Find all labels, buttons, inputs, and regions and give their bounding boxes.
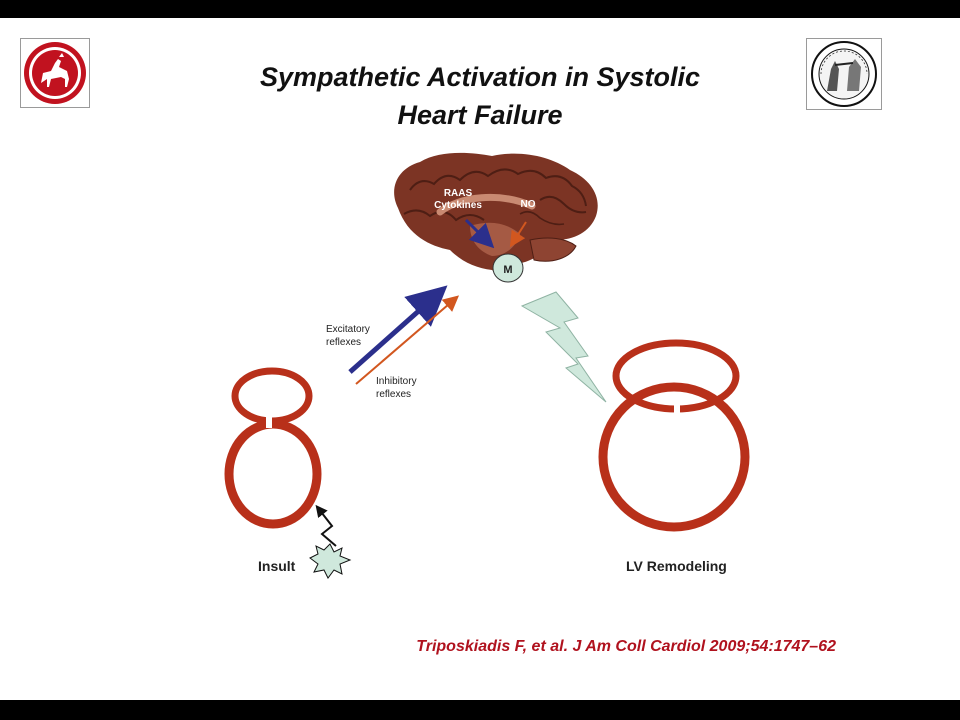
raas-arrow bbox=[464, 218, 495, 249]
inhibitory-label-line-1: Inhibitory bbox=[376, 376, 417, 387]
excitatory-label-line-1: Excitatory bbox=[326, 324, 370, 335]
excitatory-reflex-arrow bbox=[348, 285, 448, 374]
medulla-node bbox=[492, 253, 524, 283]
university-logo-right bbox=[806, 38, 882, 110]
medulla-label: M bbox=[503, 264, 512, 276]
university-logo-left bbox=[20, 38, 90, 108]
excitatory-label-line-2: reflexes bbox=[326, 337, 361, 348]
no-label: NO bbox=[521, 199, 536, 210]
lightning-bolt-icon bbox=[520, 291, 607, 403]
cytokines-label: Cytokines bbox=[434, 200, 482, 211]
raas-label: RAAS bbox=[444, 188, 473, 199]
insult-starburst-icon bbox=[309, 543, 352, 579]
inhibitory-reflex-arrow bbox=[355, 295, 460, 385]
bottom-black-bar bbox=[0, 700, 960, 720]
centaur-seal-icon bbox=[24, 42, 86, 104]
slide-title: Sympathetic Activation in Systolic Heart… bbox=[160, 58, 800, 134]
title-line-2: Heart Failure bbox=[397, 100, 563, 130]
no-arrow bbox=[509, 221, 527, 248]
normal-heart-diagram bbox=[224, 367, 322, 529]
citation: Triposkiadis F, et al. J Am Coll Cardiol… bbox=[416, 638, 836, 655]
lv-remodeling-label: LV Remodeling bbox=[626, 558, 727, 574]
inhibitory-label-line-2: reflexes bbox=[376, 389, 411, 400]
injury-zigzag-arrow bbox=[315, 504, 337, 547]
insult-label: Insult bbox=[258, 558, 296, 574]
engraved-seal-icon bbox=[811, 41, 877, 107]
remodeled-heart-diagram bbox=[598, 339, 750, 532]
title-line-1: Sympathetic Activation in Systolic bbox=[259, 62, 701, 92]
top-black-bar bbox=[0, 0, 960, 18]
